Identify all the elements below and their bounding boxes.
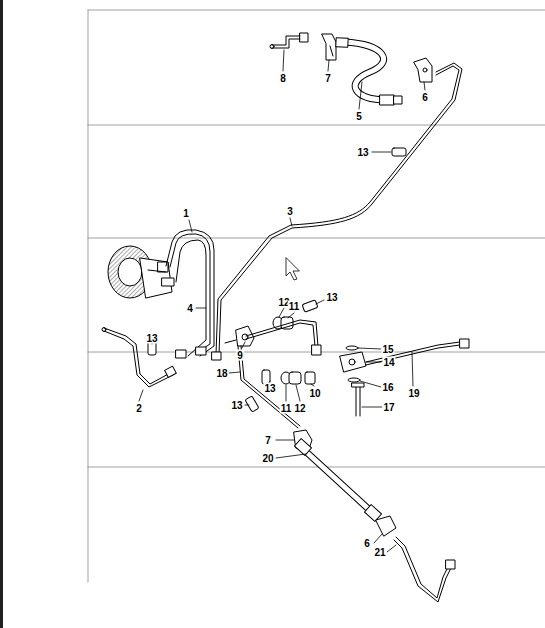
callout-number: 15	[381, 344, 394, 355]
callout-number: 6	[421, 92, 429, 103]
panel-frame	[88, 10, 545, 582]
fitting-13-top	[392, 148, 406, 156]
callout-number: 17	[382, 402, 395, 413]
master-cylinder	[108, 246, 174, 298]
callout-number: 8	[279, 73, 287, 84]
mouse-cursor	[286, 258, 299, 280]
distributor-14	[340, 346, 366, 416]
pipe-18	[238, 320, 321, 428]
callout-number: 11	[288, 301, 301, 312]
callout-number: 18	[215, 368, 228, 379]
bracket-6-lower	[376, 516, 396, 536]
callout-number: 13	[263, 383, 276, 394]
top-pipe-8	[270, 33, 308, 49]
callout-number: 13	[230, 400, 243, 411]
callout-number: 16	[381, 382, 394, 393]
callout-number: 12	[293, 403, 306, 414]
callout-number: 1	[182, 208, 190, 219]
elbow-fitting-9	[225, 326, 254, 346]
callout-number: 13	[145, 333, 158, 344]
bracket-7-top	[322, 34, 336, 60]
pipe-19	[366, 339, 469, 365]
callout-number: 6	[363, 538, 371, 549]
callout-number: 3	[286, 206, 294, 217]
callout-number: 7	[264, 435, 272, 446]
callout-number: 19	[407, 388, 420, 399]
callout-number: 20	[261, 453, 274, 464]
callout-number: 14	[382, 357, 395, 368]
leader-lines	[139, 50, 425, 552]
fitting-10	[305, 372, 315, 384]
callout-number: 11	[280, 403, 293, 414]
callout-number: 9	[236, 350, 244, 361]
edge-strip	[0, 0, 3, 628]
pipe-1	[166, 230, 214, 358]
callout-number: 5	[355, 111, 363, 122]
brake-hose-20	[294, 439, 381, 522]
pipe-3	[212, 63, 462, 360]
brake-hose-5	[336, 38, 402, 105]
callout-number: 13	[325, 292, 338, 303]
callout-number: 21	[373, 547, 386, 558]
callout-number: 4	[186, 303, 194, 314]
pipe-2	[102, 328, 176, 388]
bracket-6-top	[414, 58, 432, 82]
callout-number: 2	[135, 403, 143, 414]
callout-number: 13	[356, 147, 369, 158]
callout-number: 7	[324, 73, 332, 84]
pipe-21	[394, 537, 455, 602]
callout-number: 10	[308, 388, 321, 399]
